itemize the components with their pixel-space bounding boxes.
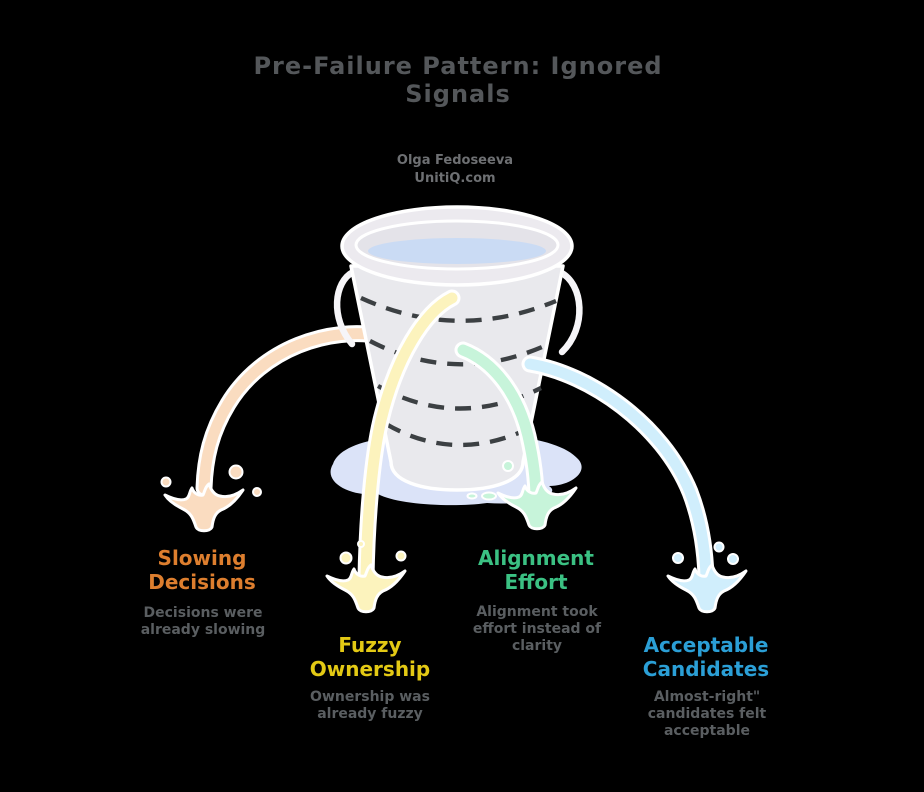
leak-title-fuzzy-ownership: Fuzzy Ownership xyxy=(309,633,431,681)
leak-desc-acceptable-candidates: Almost-right" candidates felt acceptable xyxy=(647,689,767,740)
leak-title-slowing-decisions: Slowing Decisions xyxy=(148,546,256,594)
droplets-alignment-effort xyxy=(466,460,514,501)
page-title: Pre-Failure Pattern: Ignored Signals xyxy=(253,52,663,108)
bucket-body xyxy=(349,264,565,492)
droplets-fuzzy-ownership xyxy=(339,540,407,565)
bucket-handle-right xyxy=(556,268,583,356)
splash-fuzzy-ownership xyxy=(325,563,407,614)
splash-slowing-decisions xyxy=(163,482,245,533)
leak-desc-alignment-effort: Alignment took effort instead of clarity xyxy=(472,604,602,655)
leak-title-alignment-effort: Alignment Effort xyxy=(478,546,594,594)
droplets-acceptable-candidates xyxy=(672,541,739,565)
attribution: Olga Fedoseeva UnitiQ.com xyxy=(396,153,514,186)
bucket-handle-left xyxy=(333,268,357,348)
leak-desc-fuzzy-ownership: Ownership was already fuzzy xyxy=(310,689,430,723)
bucket-water xyxy=(368,238,546,264)
leak-desc-slowing-decisions: Decisions were already slowing xyxy=(140,605,266,639)
droplets-slowing-decisions xyxy=(160,464,262,497)
leak-title-acceptable-candidates: Acceptable Candidates xyxy=(642,633,770,681)
splash-acceptable-candidates xyxy=(666,563,748,614)
